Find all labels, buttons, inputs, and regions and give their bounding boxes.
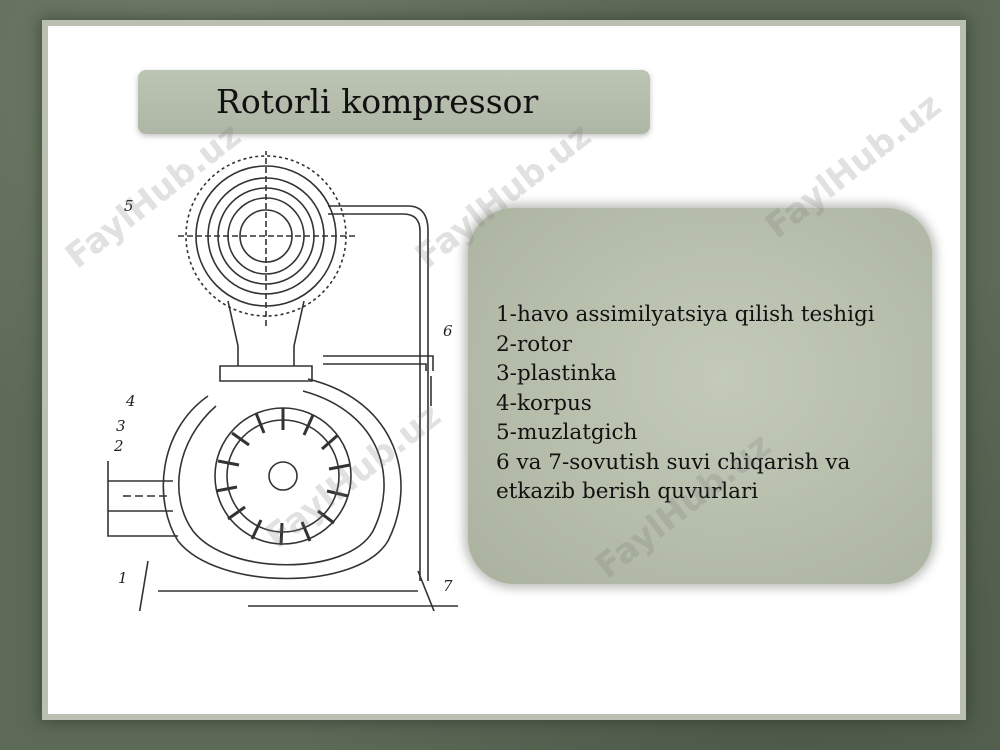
slide-title: Rotorli kompressor — [216, 82, 539, 121]
legend-item: 4-korpus — [496, 390, 592, 416]
legend-item: 5-muzlatgich — [496, 420, 638, 445]
compressor-diagram: 5 6 4 3 2 1 7 — [107, 151, 458, 611]
label-6: 6 — [443, 322, 453, 340]
legend-item: 3-plastinka — [496, 361, 617, 386]
label-5: 5 — [124, 197, 134, 215]
label-7: 7 — [443, 577, 453, 595]
title-box: Rotorli kompressor — [138, 70, 650, 134]
label-4: 4 — [125, 392, 136, 410]
label-3: 3 — [116, 417, 126, 435]
legend-item: 2-rotor — [496, 331, 573, 357]
label-1: 1 — [118, 569, 128, 587]
legend-item: 6 va 7-sovutish suvi chiqarish va etkazi… — [496, 449, 851, 505]
legend-list: 1-havo assimilyatsiya qilish teshigi 2-r… — [496, 300, 906, 507]
label-2: 2 — [113, 437, 124, 455]
legend-box: 1-havo assimilyatsiya qilish teshigi 2-r… — [468, 208, 932, 584]
slide: Rotorli kompressor — [48, 26, 960, 714]
legend-item: 1-havo assimilyatsiya qilish teshigi — [496, 302, 875, 327]
